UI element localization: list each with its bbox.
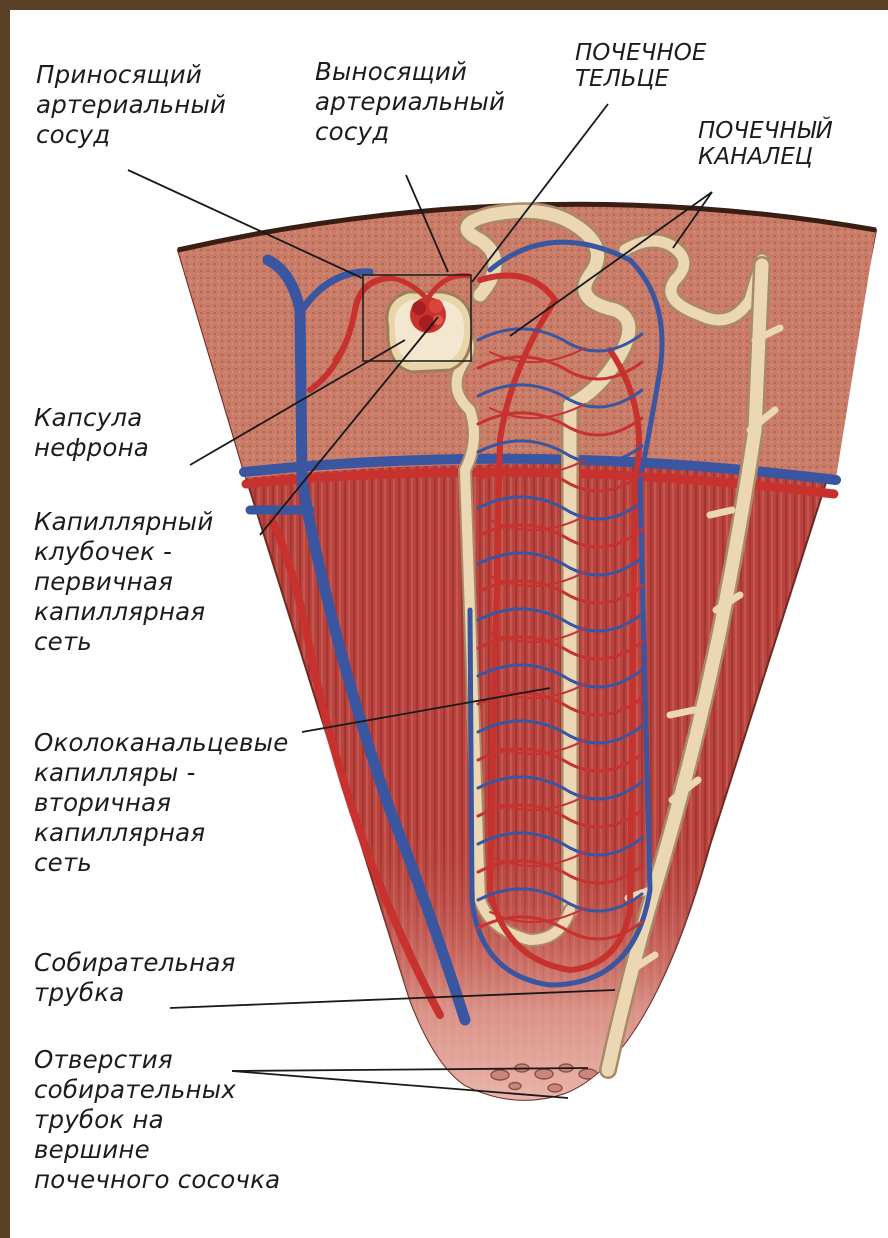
label-collecting-duct: Собирательная трубка [34, 948, 236, 1008]
label-afferent-vessel: Приносящий артериальный сосуд [36, 60, 226, 150]
label-renal-corpuscle: ПОЧЕЧНОЕ ТЕЛЬЦЕ [575, 40, 706, 92]
label-peritubular-capillaries: Околоканальцевые капилляры - вторичная к… [34, 728, 288, 878]
glomerulus [410, 297, 446, 333]
label-renal-tubule: ПОЧЕЧНЫЙ КАНАЛЕЦ [698, 118, 833, 170]
label-glomerulus: Капиллярный клубочек - первичная капилля… [34, 507, 213, 657]
label-nephron-capsule: Капсула нефрона [34, 403, 149, 463]
label-duct-openings: Отверстия собирательных трубок на вершин… [34, 1045, 280, 1195]
label-efferent-vessel: Выносящий артериальный сосуд [315, 57, 505, 147]
kidney-tissue [160, 204, 880, 1130]
diagram-frame: Приносящий артериальный сосуд Выносящий … [10, 10, 888, 1238]
